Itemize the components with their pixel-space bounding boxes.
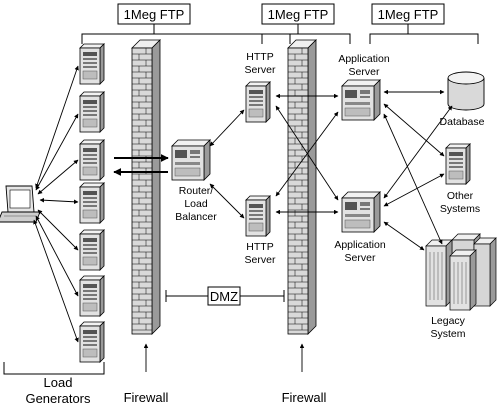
load-generator-server-7 (79, 321, 105, 363)
legacy-system-label-line2: System (430, 328, 465, 340)
load-generators-bracket (3, 362, 105, 375)
load-generators-label-line1: Load (44, 375, 73, 390)
load-generator-server-1 (79, 43, 105, 85)
load-generator-server-2 (79, 91, 105, 133)
app-server-top-label-line2: Server (349, 66, 380, 78)
load-generator-server-5 (79, 229, 105, 271)
firewall-left (131, 39, 161, 335)
http-server-bottom-label-line1: HTTP (246, 241, 273, 253)
http-server-bottom (245, 195, 271, 237)
database-label: Database (440, 116, 485, 128)
link-router-http-bottom (209, 183, 245, 219)
ftp-group-2: 1Meg FTP (261, 3, 351, 44)
firewall-right (287, 39, 317, 335)
http-server-top-label-line2: Server (245, 64, 276, 76)
dmz-label: DMZ (210, 289, 238, 304)
app-server-bottom-label-line1: Application (334, 239, 386, 251)
app-server-top (341, 79, 381, 121)
ftp-group-3: 1Meg FTP (369, 3, 479, 44)
laptop-links (33, 65, 79, 343)
app-server-bottom (341, 191, 381, 233)
load-generator-server-6 (79, 275, 105, 317)
laptop-icon (0, 185, 41, 223)
http-server-top (245, 81, 271, 123)
load-generator-server-4 (79, 182, 105, 224)
other-systems-label-line2: Systems (440, 203, 480, 215)
ftp-bracket-3 (369, 33, 479, 44)
firewall-left-label: Firewall (124, 390, 169, 405)
legacy-system-icon (425, 233, 497, 311)
link-router-http-top (209, 109, 245, 147)
other-systems-icon (445, 143, 471, 185)
backend-links (383, 89, 453, 251)
load-generators (79, 43, 105, 363)
firewall-right-label: Firewall (282, 390, 327, 405)
router-load-balancer (171, 139, 211, 181)
load-generators-label-line2: Generators (25, 391, 91, 406)
http-server-bottom-label-line2: Server (245, 254, 276, 266)
app-server-top-label-line1: Application (338, 53, 390, 65)
router-label-line1: Router/ (179, 185, 214, 197)
load-generator-server-3 (79, 139, 105, 181)
http-server-top-label-line1: HTTP (246, 51, 273, 63)
ftp-group-1: 1Meg FTP (81, 3, 291, 44)
ftp-label-3: 1Meg FTP (378, 7, 439, 22)
database-icon (447, 71, 485, 111)
ftp-label-2: 1Meg FTP (268, 7, 329, 22)
app-server-bottom-label-line2: Server (345, 252, 376, 264)
ftp-bracket-2 (261, 33, 351, 44)
http-app-links (275, 93, 339, 215)
router-label-line3: Balancer (175, 211, 217, 223)
ftp-bracket-1 (81, 33, 291, 44)
other-systems-label-line1: Other (447, 190, 474, 202)
ftp-label-1: 1Meg FTP (124, 7, 185, 22)
router-label-line2: Load (184, 198, 208, 210)
legacy-system-label-line1: Legacy (431, 315, 466, 327)
dmz-marker: DMZ (165, 286, 285, 306)
